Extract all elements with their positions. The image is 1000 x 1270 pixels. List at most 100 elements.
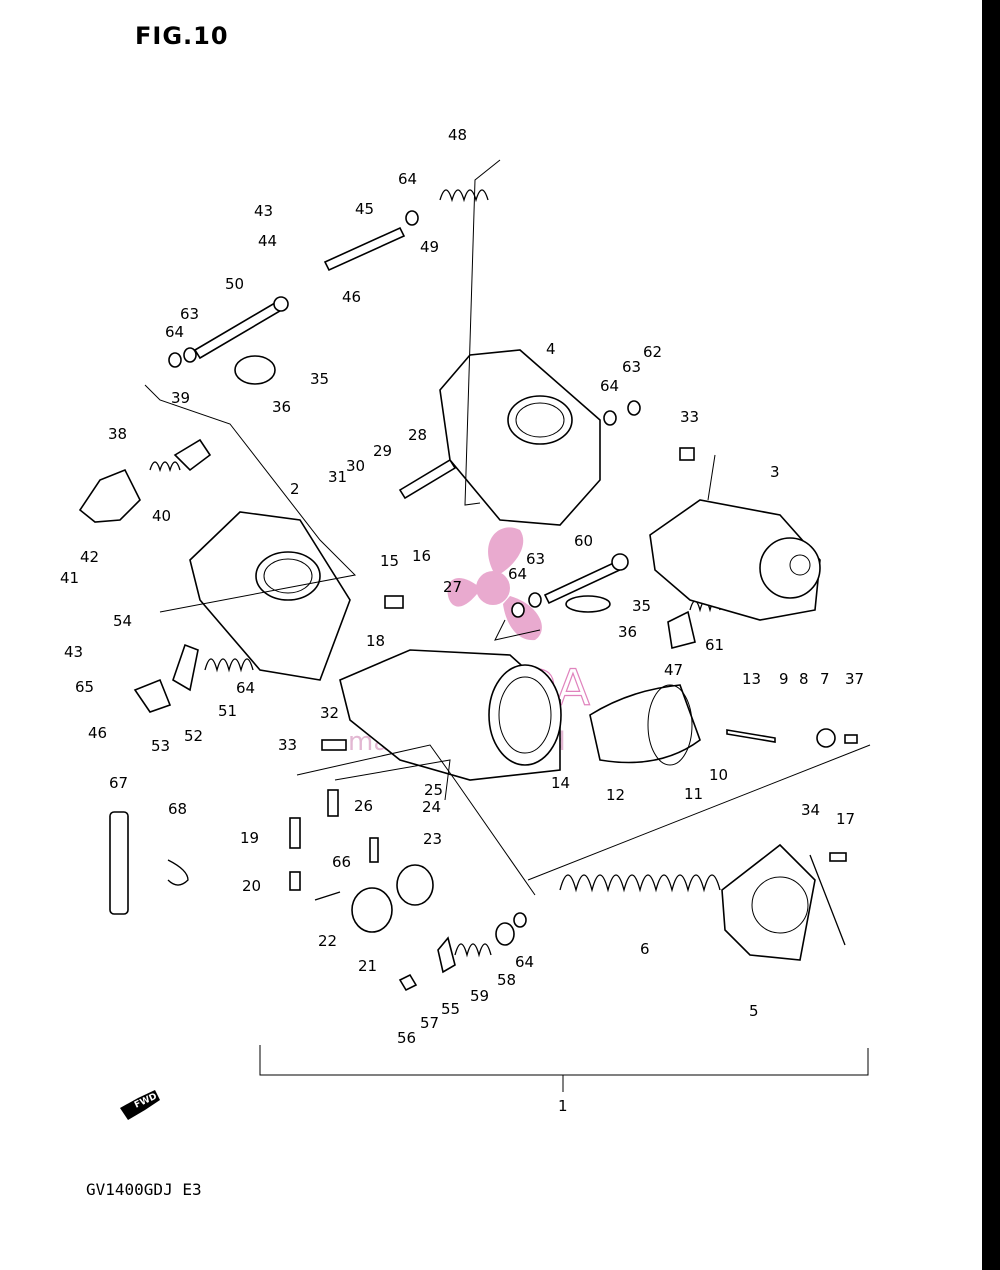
callout-62: 62 — [643, 343, 662, 361]
jet-19-icon — [289, 817, 301, 849]
callout-34: 34 — [801, 801, 820, 819]
pin-22-icon — [314, 891, 341, 901]
callout-64: 64 — [508, 565, 527, 583]
callout-43: 43 — [64, 643, 83, 661]
callout-42: 42 — [80, 548, 99, 566]
nut-56-icon — [398, 973, 418, 992]
callout-24: 24 — [422, 798, 441, 816]
propeller-logo-icon — [447, 527, 542, 641]
shaft-50-icon — [193, 296, 289, 360]
callout-66: 66 — [332, 853, 351, 871]
rod-34-icon — [809, 854, 846, 946]
callout-56: 56 — [397, 1029, 416, 1047]
figure-title: FIG.10 — [135, 22, 229, 50]
callout-53: 53 — [151, 737, 170, 755]
callout-45: 45 — [355, 200, 374, 218]
callout-35: 35 — [310, 370, 329, 388]
callout-63: 63 — [526, 550, 545, 568]
callout-18: 18 — [366, 632, 385, 650]
callout-43: 43 — [254, 202, 273, 220]
needle-valve-23-icon — [369, 837, 379, 863]
callout-55: 55 — [441, 1000, 460, 1018]
callout-33: 33 — [680, 408, 699, 426]
callout-25: 25 — [424, 781, 443, 799]
cap-7-icon — [816, 728, 836, 748]
callout-64: 64 — [515, 953, 534, 971]
callout-64: 64 — [165, 323, 184, 341]
needle-13-icon — [726, 729, 776, 743]
callout-59: 59 — [470, 987, 489, 1005]
callout-19: 19 — [240, 829, 259, 847]
callout-64: 64 — [398, 170, 417, 188]
bracket-39-icon — [173, 438, 212, 472]
callout-20: 20 — [242, 877, 261, 895]
callout-15: 15 — [380, 552, 399, 570]
shaft-45-icon — [323, 226, 406, 272]
diaphragm-12-icon — [589, 684, 701, 766]
callout-12: 12 — [606, 786, 625, 804]
callout-7: 7 — [820, 670, 830, 688]
lever-52-icon — [172, 643, 199, 692]
callout-38: 38 — [108, 425, 127, 443]
callout-46: 46 — [88, 724, 107, 742]
callout-5: 5 — [749, 1002, 759, 1020]
callout-32: 32 — [320, 704, 339, 722]
callout-21: 21 — [358, 957, 377, 975]
jet-20-icon — [289, 871, 301, 891]
callout-3: 3 — [770, 463, 780, 481]
spring-48-icon — [439, 189, 489, 203]
spring-6-icon — [559, 874, 721, 893]
callout-14: 14 — [551, 774, 570, 792]
washer-64-icon — [168, 210, 617, 928]
disc-35-icon — [234, 355, 276, 385]
washer-63-icon — [183, 347, 641, 608]
shaft-60-icon — [543, 553, 629, 605]
callout-46: 46 — [342, 288, 361, 306]
callout-47: 47 — [664, 661, 683, 679]
callout-51: 51 — [218, 702, 237, 720]
spring-seat-58-icon — [495, 922, 515, 946]
callout-54: 54 — [113, 612, 132, 630]
callout-65: 65 — [75, 678, 94, 696]
model-code: GV1400GDJ E3 — [86, 1180, 202, 1199]
spring-40-icon — [149, 461, 181, 473]
callout-40: 40 — [152, 507, 171, 525]
carburetor-body-3-icon — [649, 499, 821, 621]
screw-37-icon — [844, 734, 858, 744]
callout-33: 33 — [278, 736, 297, 754]
callout-35: 35 — [632, 597, 651, 615]
callout-64: 64 — [236, 679, 255, 697]
spring-51-icon — [204, 658, 254, 673]
callout-9: 9 — [779, 670, 789, 688]
fwd-arrow-icon: FWD — [120, 1090, 160, 1120]
callout-63: 63 — [622, 358, 641, 376]
float-21-icon — [351, 864, 434, 933]
callout-11: 11 — [684, 785, 703, 803]
callout-64: 64 — [600, 377, 619, 395]
callout-37: 37 — [845, 670, 864, 688]
callout-29: 29 — [373, 442, 392, 460]
callout-60: 60 — [574, 532, 593, 550]
callout-57: 57 — [420, 1014, 439, 1032]
callout-63: 63 — [180, 305, 199, 323]
callout-31: 31 — [328, 468, 347, 486]
leader-lines — [144, 159, 871, 1092]
callout-10: 10 — [709, 766, 728, 784]
callout-28: 28 — [408, 426, 427, 444]
callout-48: 48 — [448, 126, 467, 144]
callout-2: 2 — [290, 480, 300, 498]
callout-52: 52 — [184, 727, 203, 745]
callout-16: 16 — [412, 547, 431, 565]
cover-5-icon — [721, 843, 816, 961]
bracket-55-icon — [437, 936, 456, 974]
carburetor-body-4-icon — [439, 349, 601, 526]
bolt-33-icon — [679, 447, 695, 461]
callout-22: 22 — [318, 932, 337, 950]
callout-58: 58 — [497, 971, 516, 989]
carburetor-body-2-icon — [189, 511, 351, 681]
callout-61: 61 — [705, 636, 724, 654]
callout-30: 30 — [346, 457, 365, 475]
callout-39: 39 — [171, 389, 190, 407]
